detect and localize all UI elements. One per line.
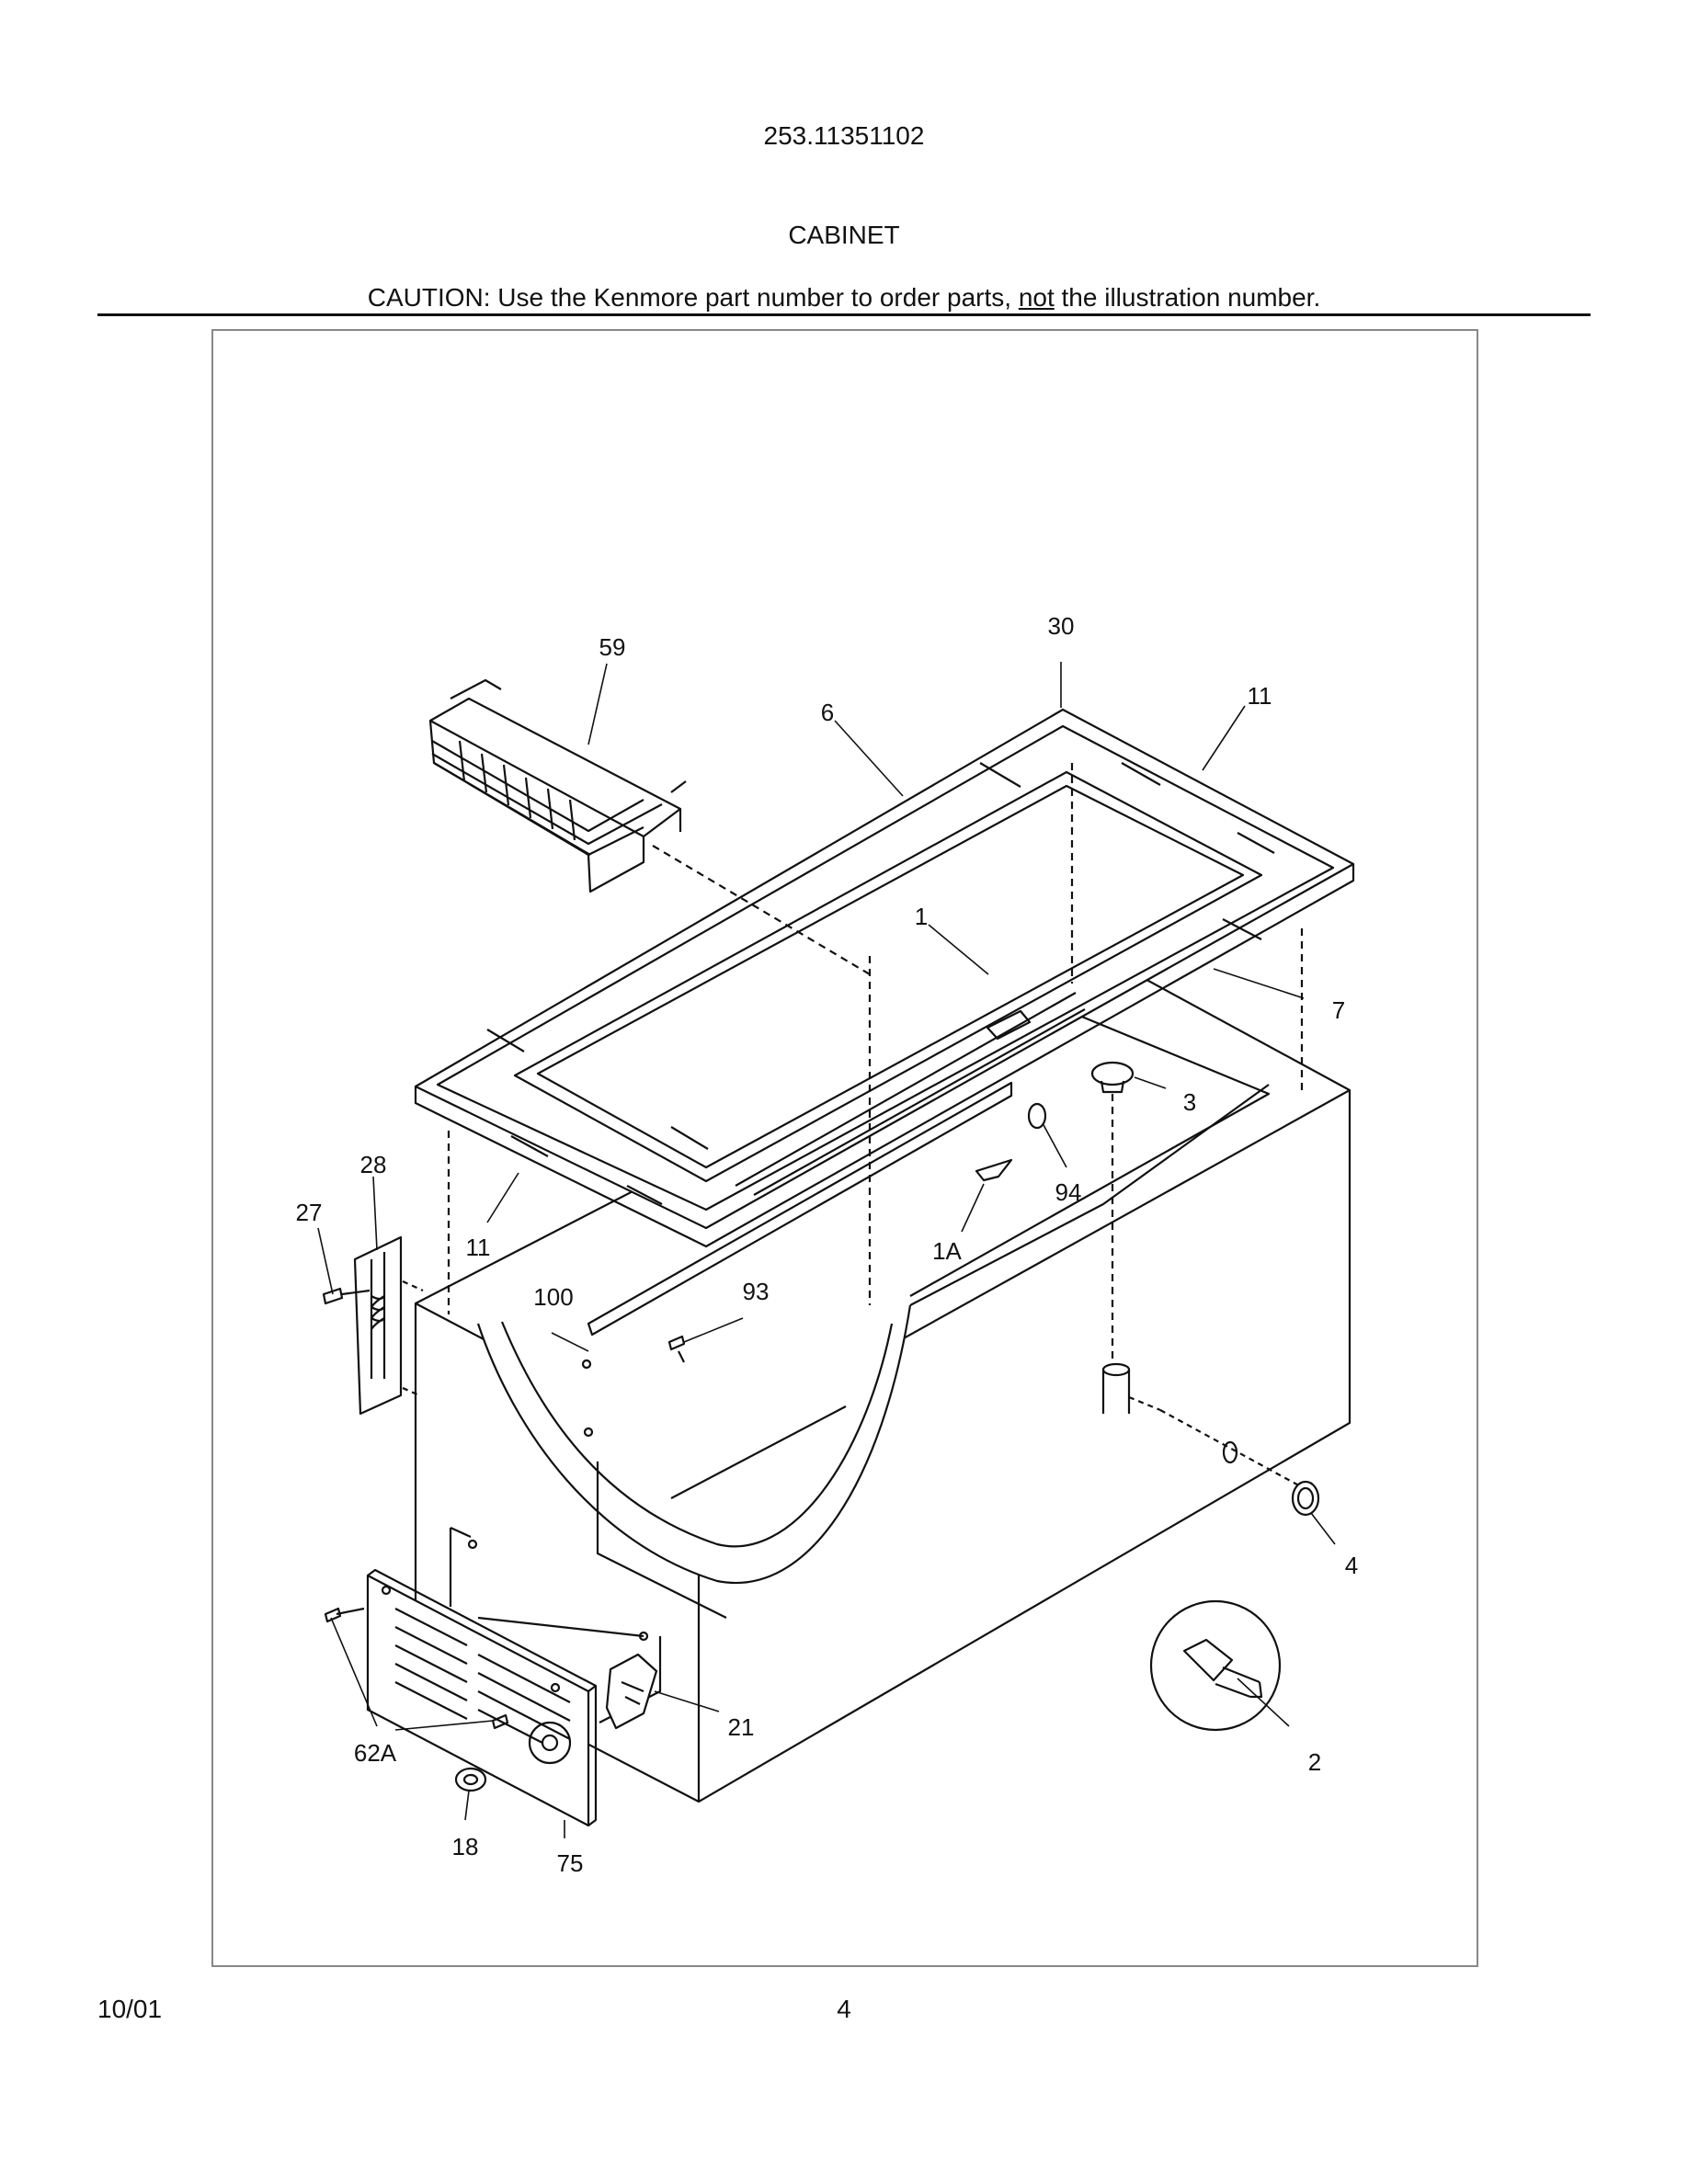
callout-label: 11	[466, 1234, 491, 1261]
callout-label: 100	[533, 1283, 573, 1311]
drain-plug	[1291, 1480, 1320, 1517]
caution-suffix: the illustration number.	[1054, 283, 1321, 312]
callout-label: 59	[599, 633, 626, 661]
callout-label: 2	[1308, 1748, 1321, 1776]
callout-label: 1A	[932, 1237, 962, 1265]
hinge-assembly	[322, 1235, 424, 1416]
caution-note: CAUTION: Use the Kenmore part number to …	[0, 283, 1688, 313]
cabinet-plug	[975, 1061, 1135, 1182]
callout-label: 4	[1345, 1552, 1358, 1579]
callout-label: 21	[728, 1713, 755, 1741]
callout-label: 1	[915, 903, 928, 930]
caution-prefix: CAUTION: Use the Kenmore part number to …	[367, 283, 1019, 312]
gasket-frame	[414, 708, 1355, 1360]
callout-label: 62A	[354, 1739, 397, 1767]
callout-label: 75	[557, 1849, 584, 1877]
callout-label: 6	[821, 699, 834, 726]
wire-basket	[428, 678, 687, 893]
section-title: CABINET	[788, 221, 900, 249]
drain-fitting-detail	[1149, 1599, 1282, 1732]
callout-label: 7	[1332, 996, 1345, 1024]
callout-label: 28	[360, 1151, 387, 1178]
revision-date: 10/01	[97, 1995, 163, 2023]
model-number: 253.11351102	[763, 121, 925, 150]
callout-label: 11	[1248, 682, 1272, 710]
diagram-frame	[211, 329, 1478, 1967]
callout-labels: 59 30 6 11 1 7 3 94 28 27 11 1A 100 93 4…	[296, 612, 1359, 1877]
callout-label: 3	[1183, 1088, 1196, 1116]
callout-label: 94	[1055, 1178, 1082, 1206]
grille-panel	[324, 1568, 658, 1827]
page-number: 4	[837, 1995, 851, 2023]
leader-lines	[317, 662, 1336, 1838]
callout-label: 93	[743, 1278, 770, 1305]
caution-emphasis: not	[1018, 283, 1055, 312]
cabinet-body	[414, 950, 1352, 1803]
callout-label: 30	[1048, 612, 1075, 640]
callout-label: 18	[452, 1833, 479, 1860]
screw-part	[667, 1335, 686, 1363]
callout-label: 27	[296, 1199, 323, 1226]
header-rule	[97, 313, 1591, 316]
